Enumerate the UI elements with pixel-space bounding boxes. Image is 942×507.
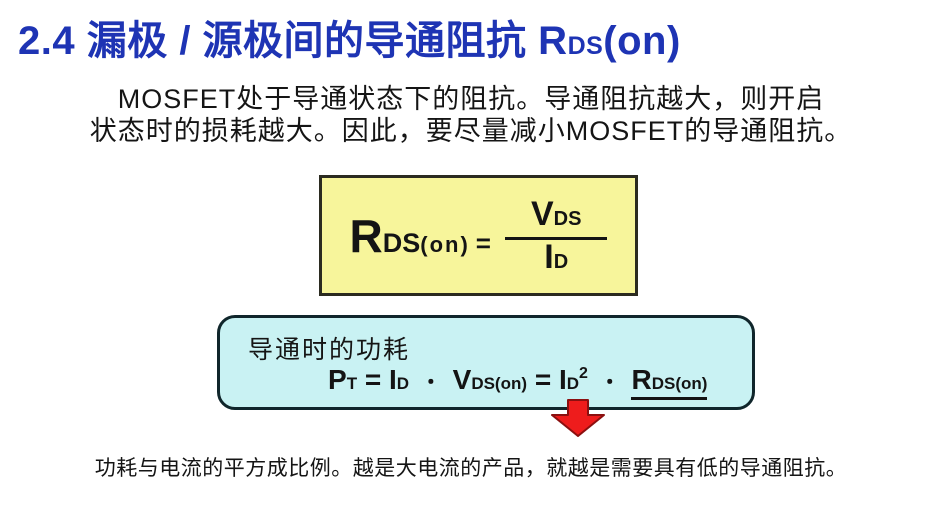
symbol-p-subscript: T xyxy=(346,374,358,393)
red-down-arrow-icon xyxy=(551,399,605,437)
symbol-i1-subscript: D xyxy=(396,374,410,393)
equals-sign-2: = xyxy=(534,364,552,395)
symbol-r2: R xyxy=(631,364,652,395)
title-symbol-r-paren: (on) xyxy=(603,19,681,63)
power-loss-heading: 导通时的功耗 xyxy=(248,336,411,364)
vds-id-fraction: VDS ID xyxy=(504,194,608,277)
fraction-numerator: VDS xyxy=(504,194,608,240)
symbol-i2-superscript: 2 xyxy=(579,365,588,382)
intro-line-2: 状态时的损耗越大。因此，要尽量减小MOSFET的导通阻抗。 xyxy=(89,116,853,146)
equals-sign: = xyxy=(475,227,491,258)
power-loss-box: 导通时的功耗 PT = ID ・ VDS(on) = ID2 ・ RDS(on) xyxy=(217,315,755,410)
slide-title: 2.4 漏极 / 源极间的导通阻抗 RDS(on) xyxy=(18,8,681,66)
equals-sign-1: = xyxy=(364,364,382,395)
symbol-r2-subscript: DS(on) xyxy=(651,374,708,393)
dot-operator-1: ・ xyxy=(420,372,441,394)
symbol-i1: I xyxy=(389,364,397,395)
symbol-rds-underlined: RDS(on) xyxy=(631,364,708,400)
symbol-i2-subscript: D xyxy=(566,374,580,393)
power-loss-formula: PT = ID ・ VDS(on) = ID2 ・ RDS(on) xyxy=(328,364,708,400)
conclusion-text: 功耗与电流的平方成比例。越是大电流的产品，就越是需要具有低的导通阻抗。 xyxy=(94,457,848,480)
rds-formula-box: RDS(on)= VDS ID xyxy=(319,175,638,296)
intro-line-1: MOSFET处于导通状态下的阻抗。导通阻抗越大，则开启 xyxy=(117,84,825,114)
rds-formula-lhs: RDS(on)= xyxy=(350,209,491,263)
symbol-r-subscript: DS xyxy=(382,227,421,258)
symbol-p: P xyxy=(328,364,347,395)
dot-operator-2: ・ xyxy=(599,372,620,394)
slide-title-text: 2.4 漏极 / 源极间的导通阻抗 xyxy=(18,19,539,63)
symbol-v-subscript: DS(on) xyxy=(471,374,528,393)
title-symbol-r-subscript: DS xyxy=(567,32,604,60)
symbol-v: V xyxy=(452,364,472,395)
symbol-v: V xyxy=(530,194,554,233)
symbol-v-subscript: DS xyxy=(553,207,582,230)
symbol-i-subscript: D xyxy=(553,250,569,273)
intro-paragraph: MOSFET处于导通状态下的阻抗。导通阻抗越大，则开启 状态时的损耗越大。因此，… xyxy=(0,83,942,147)
fraction-denominator: ID xyxy=(505,234,607,277)
symbol-r: R xyxy=(349,209,383,262)
symbol-r-paren: (on) xyxy=(420,231,470,257)
title-symbol-r: R xyxy=(538,19,568,63)
symbol-i2: I xyxy=(558,364,567,395)
symbol-i: I xyxy=(544,237,554,276)
